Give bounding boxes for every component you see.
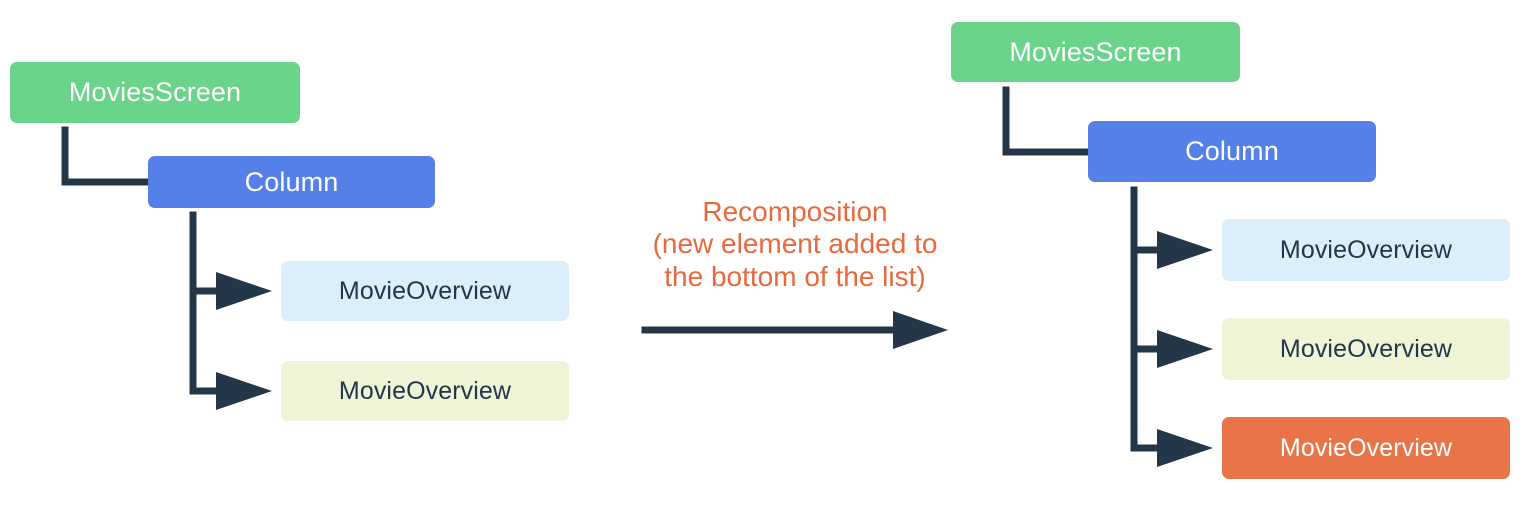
recomposition-caption-line-3: the bottom of the list) xyxy=(664,260,926,292)
recomposition-arrow xyxy=(641,311,948,349)
after-node-movie-overview-2-label: MovieOverview xyxy=(1279,334,1453,363)
recomposition-caption: Recomposition (new element added to the … xyxy=(630,196,960,293)
before-node-movie-overview-2-label: MovieOverview xyxy=(338,376,512,405)
connector-before-column-to-children xyxy=(189,211,272,410)
before-node-movie-overview-2[interactable]: MovieOverview xyxy=(281,361,569,421)
before-node-movie-overview-1-label: MovieOverview xyxy=(338,276,512,305)
after-node-movie-overview-1-label: MovieOverview xyxy=(1279,235,1453,264)
after-node-movie-overview-3[interactable]: MovieOverview xyxy=(1222,417,1510,479)
before-node-movies-screen[interactable]: MoviesScreen xyxy=(10,62,300,123)
after-node-movie-overview-2[interactable]: MovieOverview xyxy=(1222,318,1510,380)
recomposition-caption-line-1: Recomposition xyxy=(702,196,888,227)
after-node-column[interactable]: Column xyxy=(1088,121,1376,182)
connector-after-column-to-children xyxy=(1130,186,1213,467)
after-node-movie-overview-1[interactable]: MovieOverview xyxy=(1222,219,1510,281)
before-node-column-label: Column xyxy=(244,166,339,197)
before-node-movies-screen-label: MoviesScreen xyxy=(68,77,242,107)
after-node-movie-overview-3-label: MovieOverview xyxy=(1279,433,1453,462)
after-node-movies-screen[interactable]: MoviesScreen xyxy=(951,22,1240,82)
after-node-movies-screen-label: MoviesScreen xyxy=(1009,36,1182,67)
after-node-column-label: Column xyxy=(1185,136,1279,166)
recomposition-caption-line-2: (new element added to xyxy=(652,228,938,260)
before-node-movie-overview-1[interactable]: MovieOverview xyxy=(281,261,569,321)
before-node-column[interactable]: Column xyxy=(148,156,435,208)
